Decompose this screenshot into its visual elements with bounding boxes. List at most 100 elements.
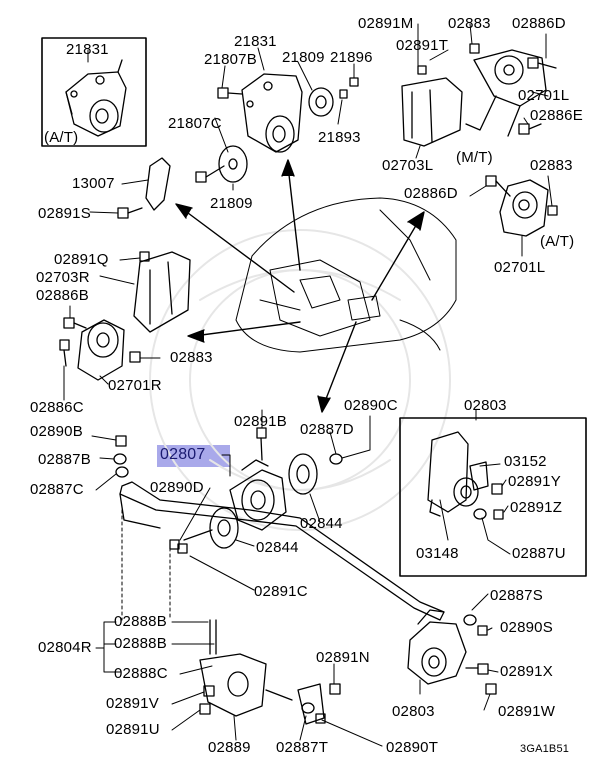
label-02891m[interactable]: 02891M bbox=[358, 15, 414, 32]
mount-02701r bbox=[77, 319, 125, 381]
label-21831[interactable]: 21831 bbox=[234, 33, 277, 50]
mount-02807 bbox=[229, 459, 287, 531]
label-02891t[interactable]: 02891T bbox=[396, 37, 449, 54]
mount-02803-inset bbox=[427, 431, 489, 517]
label-21809-bottom[interactable]: 21809 bbox=[210, 195, 253, 212]
washer-02887d bbox=[329, 453, 343, 465]
washer-21809b bbox=[218, 145, 248, 183]
label-02887s[interactable]: 02887S bbox=[490, 587, 543, 604]
washer-02887s bbox=[463, 614, 477, 626]
label-02890b[interactable]: 02890B bbox=[30, 423, 83, 440]
leader-arrows bbox=[175, 159, 425, 413]
insulator-02844-top bbox=[288, 453, 318, 495]
label-02891z[interactable]: 02891Z bbox=[510, 499, 563, 516]
bolt-02886e bbox=[518, 123, 542, 135]
label-02883-left[interactable]: 02883 bbox=[170, 349, 213, 366]
insulator-02844-bottom bbox=[209, 507, 239, 549]
label-02891s[interactable]: 02891S bbox=[38, 205, 91, 222]
bracket-02703r bbox=[133, 251, 191, 333]
nut-02890b bbox=[115, 435, 127, 447]
label-21809-top[interactable]: 21809 bbox=[282, 49, 325, 66]
washer-02887b bbox=[113, 453, 127, 465]
label-02886b[interactable]: 02886B bbox=[36, 287, 89, 304]
label-02844-lower[interactable]: 02844 bbox=[256, 539, 299, 556]
label-02891x[interactable]: 02891X bbox=[500, 663, 553, 680]
label-02886c[interactable]: 02886C bbox=[30, 399, 84, 416]
diagram-code: 3GA1B51 bbox=[520, 743, 570, 755]
bolt-02891x bbox=[465, 663, 489, 675]
label-13007[interactable]: 13007 bbox=[72, 175, 115, 192]
label-02887t[interactable]: 02887T bbox=[276, 739, 329, 756]
bolt-02891w bbox=[485, 683, 497, 695]
label-02701l-mt[interactable]: 02701L bbox=[518, 87, 570, 104]
bracket-02889 bbox=[297, 683, 325, 725]
label-02889[interactable]: 02889 bbox=[208, 739, 251, 756]
label-02701l-at[interactable]: 02701L bbox=[494, 259, 546, 276]
label-02890c[interactable]: 02890C bbox=[344, 397, 398, 414]
bolt-02886d-top bbox=[527, 57, 557, 69]
bolt-02886d-mid bbox=[485, 175, 511, 197]
label-at-1: (A/T) bbox=[44, 129, 79, 146]
label-03152[interactable]: 03152 bbox=[504, 453, 547, 470]
label-at-2: (A/T) bbox=[540, 233, 575, 250]
label-21807b[interactable]: 21807B bbox=[204, 51, 257, 68]
label-02804r[interactable]: 02804R bbox=[38, 639, 92, 656]
label-02803-lower[interactable]: 02803 bbox=[392, 703, 435, 720]
bolt-02891y bbox=[491, 483, 503, 495]
label-02844-right[interactable]: 02844 bbox=[300, 515, 343, 532]
mount-21831 bbox=[241, 73, 303, 153]
label-02807-highlighted[interactable]: 02807 bbox=[160, 446, 206, 463]
nut-21896 bbox=[349, 77, 359, 87]
bolt-02886c bbox=[59, 339, 70, 367]
label-21893[interactable]: 21893 bbox=[318, 129, 361, 146]
label-02891n[interactable]: 02891N bbox=[316, 649, 370, 666]
label-02890s[interactable]: 02890S bbox=[500, 619, 553, 636]
mount-21831-at bbox=[65, 59, 127, 137]
label-02887d[interactable]: 02887D bbox=[300, 421, 354, 438]
mount-02701l-mt bbox=[465, 49, 547, 137]
bolt-02891u bbox=[199, 703, 211, 715]
label-02803-inset[interactable]: 02803 bbox=[464, 397, 507, 414]
label-21896[interactable]: 21896 bbox=[330, 49, 373, 66]
label-02891v[interactable]: 02891V bbox=[106, 695, 159, 712]
nut-02883-top bbox=[469, 43, 480, 54]
label-02886d-mid[interactable]: 02886D bbox=[404, 185, 458, 202]
label-02703l[interactable]: 02703L bbox=[382, 157, 434, 174]
label-02888b-1[interactable]: 02888B bbox=[114, 613, 167, 630]
bolt-02891q bbox=[139, 251, 150, 262]
label-03148[interactable]: 03148 bbox=[416, 545, 459, 562]
label-02890d[interactable]: 02890D bbox=[150, 479, 204, 496]
label-02886d-top[interactable]: 02886D bbox=[512, 15, 566, 32]
label-mt: (M/T) bbox=[456, 149, 493, 166]
label-02891u[interactable]: 02891U bbox=[106, 721, 160, 738]
bolt-02891b bbox=[256, 427, 267, 461]
bracket-02888c bbox=[199, 619, 267, 717]
label-02891q[interactable]: 02891Q bbox=[54, 251, 109, 268]
label-02887b[interactable]: 02887B bbox=[38, 451, 91, 468]
leader-lines bbox=[63, 23, 553, 747]
label-21807c[interactable]: 21807C bbox=[168, 115, 222, 132]
label-02701r[interactable]: 02701R bbox=[108, 377, 162, 394]
label-02888b-2[interactable]: 02888B bbox=[114, 635, 167, 652]
mount-02803-lower bbox=[407, 609, 467, 685]
label-02891b[interactable]: 02891B bbox=[234, 413, 287, 430]
bolt-02891z bbox=[493, 509, 504, 520]
label-02886e[interactable]: 02886E bbox=[530, 107, 583, 124]
label-02891c[interactable]: 02891C bbox=[254, 583, 308, 600]
washer-02887c bbox=[115, 466, 129, 478]
label-02890t[interactable]: 02890T bbox=[386, 739, 439, 756]
label-02703r[interactable]: 02703R bbox=[36, 269, 90, 286]
label-02887u[interactable]: 02887U bbox=[512, 545, 566, 562]
label-02883-top[interactable]: 02883 bbox=[448, 15, 491, 32]
label-02883-mid[interactable]: 02883 bbox=[530, 157, 573, 174]
bolt-02889-link bbox=[265, 689, 293, 701]
label-02891w[interactable]: 02891W bbox=[498, 703, 556, 720]
label-02887c[interactable]: 02887C bbox=[30, 481, 84, 498]
bolt-21807b bbox=[217, 87, 243, 99]
bolt-02886b bbox=[63, 317, 87, 329]
label-21831-at[interactable]: 21831 bbox=[66, 41, 109, 58]
label-02891y[interactable]: 02891Y bbox=[508, 473, 561, 490]
label-02888c[interactable]: 02888C bbox=[114, 665, 168, 682]
washer-02887u bbox=[473, 508, 487, 520]
